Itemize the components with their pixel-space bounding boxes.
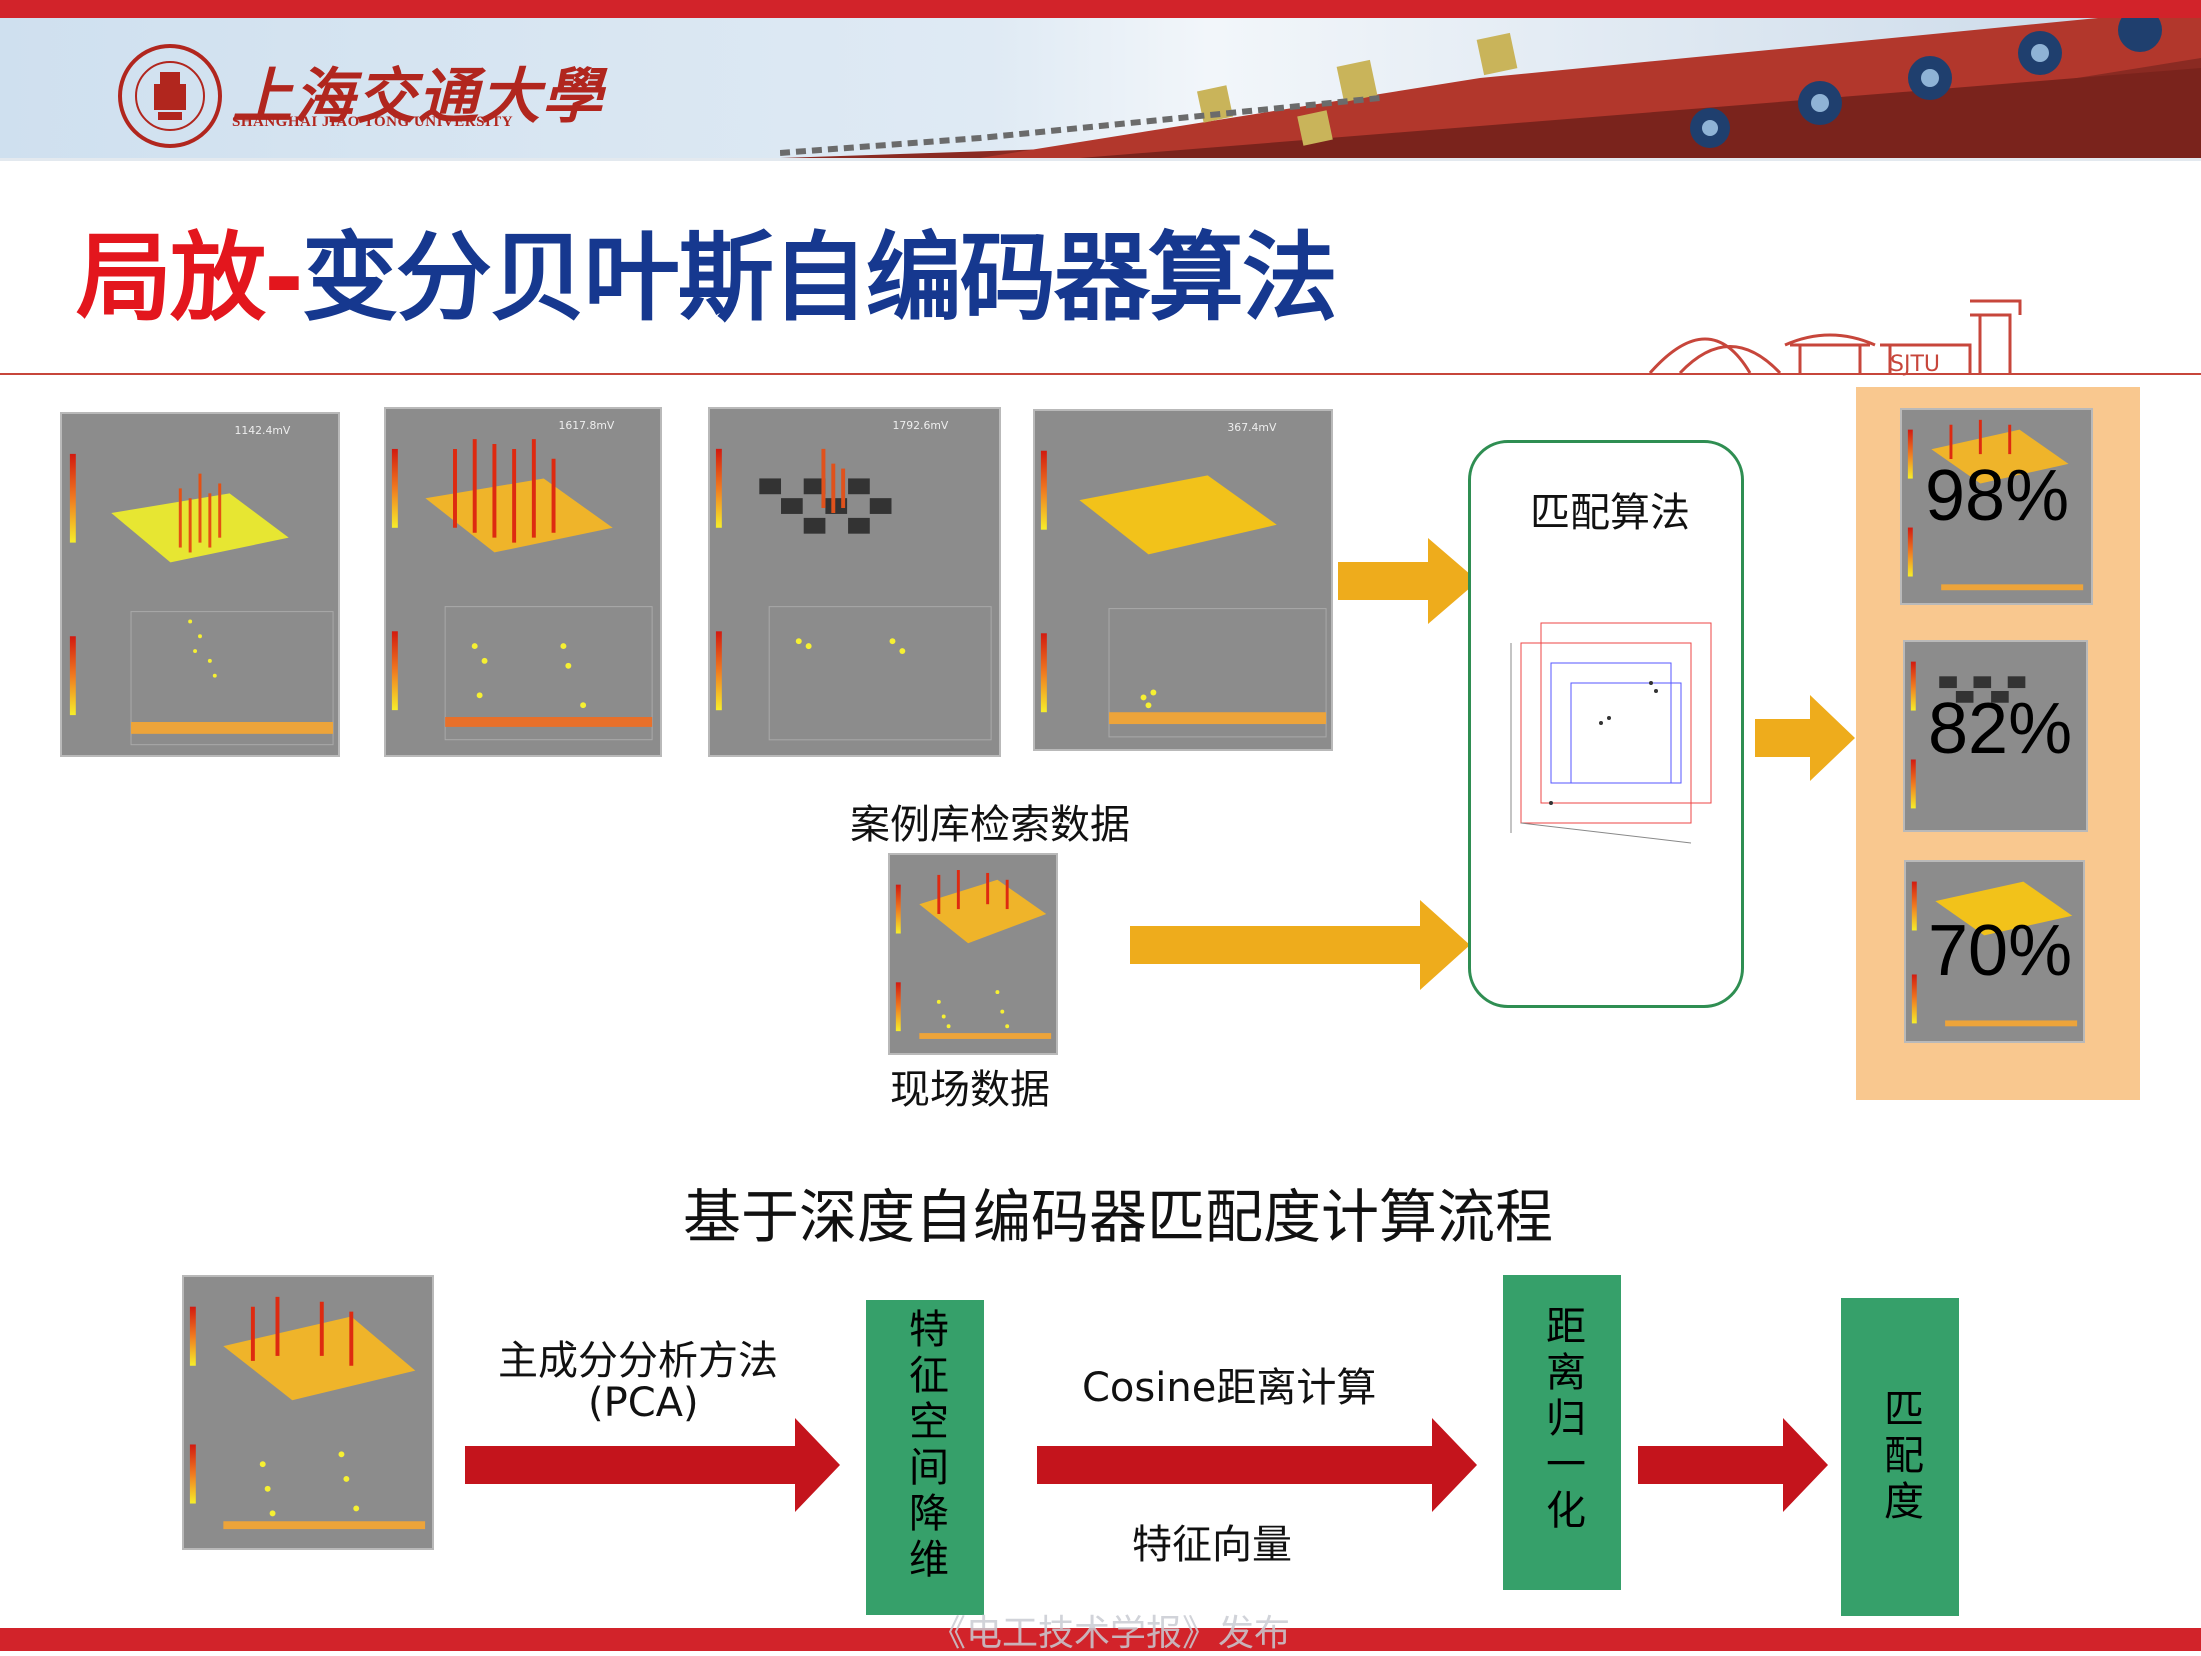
title-red-part: 局放- <box>76 222 304 334</box>
box-distance-normalize-text: 距离归一化 <box>1539 1305 1585 1535</box>
flow-title: 基于深度自编码器匹配度计算流程 <box>683 1183 1554 1251</box>
result-plot-2 <box>1903 640 2088 832</box>
case-plot-2: 1617.8mV <box>384 407 662 757</box>
case-plot-1-value: 1142.4mV <box>235 424 291 437</box>
header-banner <box>0 18 2201 158</box>
case-plot-4: 367.4mV <box>1033 409 1333 751</box>
watermark: 《电工技术学报》发布 <box>930 1613 1291 1654</box>
match-algorithm-label: 匹配算法 <box>1530 490 1690 536</box>
result-percent-3: 70% <box>1928 911 2073 991</box>
roof-eaves-image <box>780 18 2201 158</box>
box-match-degree-text: 匹配度 <box>1877 1388 1923 1526</box>
cosine-label: Cosine距离计算 <box>1082 1365 1377 1411</box>
arrow-normalize <box>1638 1418 1828 1512</box>
match-algorithm-box <box>1468 440 1744 1008</box>
case-plot-3: 1792.6mV <box>708 407 1001 757</box>
result-percent-1: 98% <box>1925 456 2070 536</box>
box-dimension-reduction: 特征空间降维 <box>866 1300 984 1615</box>
result-percent-2: 82% <box>1928 689 2073 769</box>
field-data-plot <box>888 853 1058 1055</box>
university-seal-icon <box>118 44 222 148</box>
university-name-en: SHANGHAI JIAO TONG UNIVERSITY <box>232 114 514 130</box>
case-plot-4-value: 367.4mV <box>1227 421 1277 434</box>
banner-divider <box>0 158 2201 161</box>
arrow-to-match-top <box>1338 538 1478 624</box>
slide-title: 局放-变分贝叶斯自编码器算法 <box>76 200 1338 339</box>
pca-label-line2: (PCA) <box>588 1380 699 1426</box>
case-plot-1: 1142.4mV <box>60 412 340 757</box>
result-plot-1 <box>1900 408 2093 605</box>
box-distance-normalize: 距离归一化 <box>1503 1275 1621 1590</box>
sjtu-skyline-icon: SJTU <box>1648 299 2022 377</box>
university-name-cn: 上海交通大學 <box>232 62 604 132</box>
feature-vector-label: 特征向量 <box>1132 1522 1292 1568</box>
box-match-degree: 匹配度 <box>1841 1298 1959 1616</box>
case-plot-2-value: 1617.8mV <box>558 419 614 432</box>
sjtu-skyline-text: SJTU <box>1890 352 1940 377</box>
box-dimension-reduction-text: 特征空间降维 <box>902 1308 948 1584</box>
arrow-to-results <box>1755 695 1855 781</box>
top-red-bar <box>0 0 2201 18</box>
bottom-red-bar <box>0 1628 2201 1651</box>
case-plot-3-value: 1792.6mV <box>892 419 948 432</box>
title-underline <box>0 373 2201 375</box>
arrow-pca <box>465 1418 840 1512</box>
field-data-caption: 现场数据 <box>890 1067 1050 1113</box>
arrow-to-match-bottom <box>1130 900 1470 990</box>
latent-space-plot <box>1510 622 1712 844</box>
pca-label-line1: 主成分分析方法 <box>498 1338 778 1384</box>
flow-input-plot <box>182 1275 434 1550</box>
case-library-caption: 案例库检索数据 <box>850 802 1130 848</box>
title-blue-part: 变分贝叶斯自编码器算法 <box>301 222 1338 334</box>
arrow-cosine <box>1037 1418 1477 1512</box>
result-plot-3 <box>1904 860 2085 1043</box>
